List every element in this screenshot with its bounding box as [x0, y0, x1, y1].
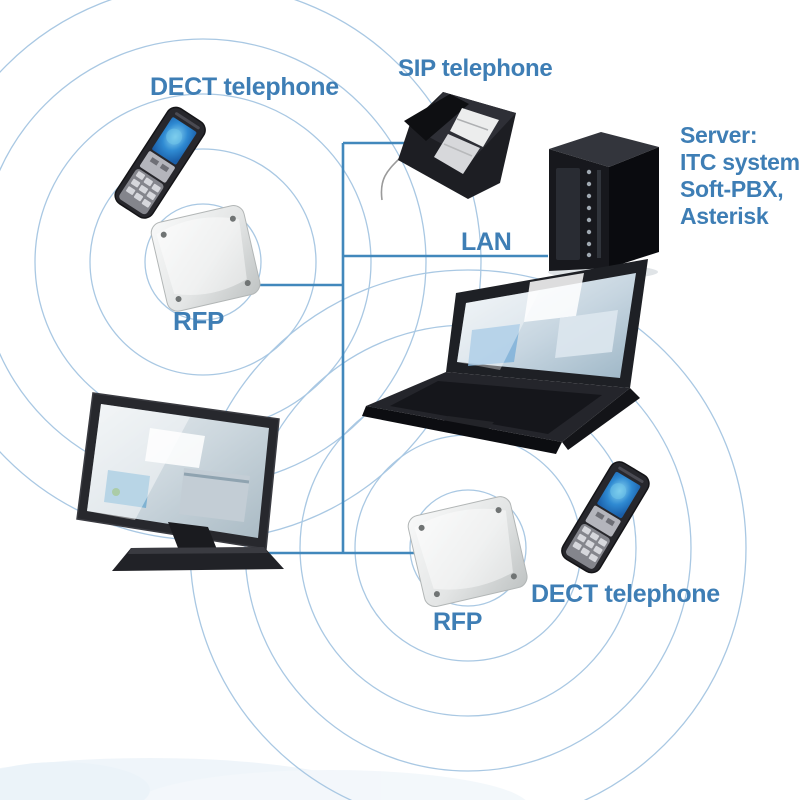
rfp-access-point-top-image: [150, 205, 261, 312]
server-tower-image: [548, 132, 659, 279]
label-lan: LAN: [461, 228, 512, 256]
dect-handset-bottom-image: [561, 461, 650, 574]
label-server-line3: Soft-PBX,: [680, 176, 784, 202]
label-server-line4: Asterisk: [680, 203, 769, 229]
label-sip-telephone: SIP telephone: [398, 55, 553, 82]
background-cloud: [0, 758, 526, 800]
rfp-access-point-bottom-image: [407, 496, 528, 608]
label-dect-telephone-bottom: DECT telephone: [531, 580, 720, 608]
laptop-image: [362, 259, 648, 454]
desktop-monitor-image: [76, 392, 284, 571]
label-server: Server: ITC system, Soft-PBX, Asterisk: [680, 122, 800, 230]
sip-telephone-image: [380, 92, 516, 201]
label-server-line1: Server:: [680, 122, 758, 148]
label-server-line2: ITC system,: [680, 149, 800, 175]
dect-handset-top-image: [114, 106, 206, 219]
label-dect-telephone-top: DECT telephone: [150, 73, 339, 101]
sip-phone-cord: [380, 157, 401, 201]
label-rfp-top: RFP: [173, 306, 225, 336]
label-rfp-bottom: RFP: [433, 608, 483, 636]
